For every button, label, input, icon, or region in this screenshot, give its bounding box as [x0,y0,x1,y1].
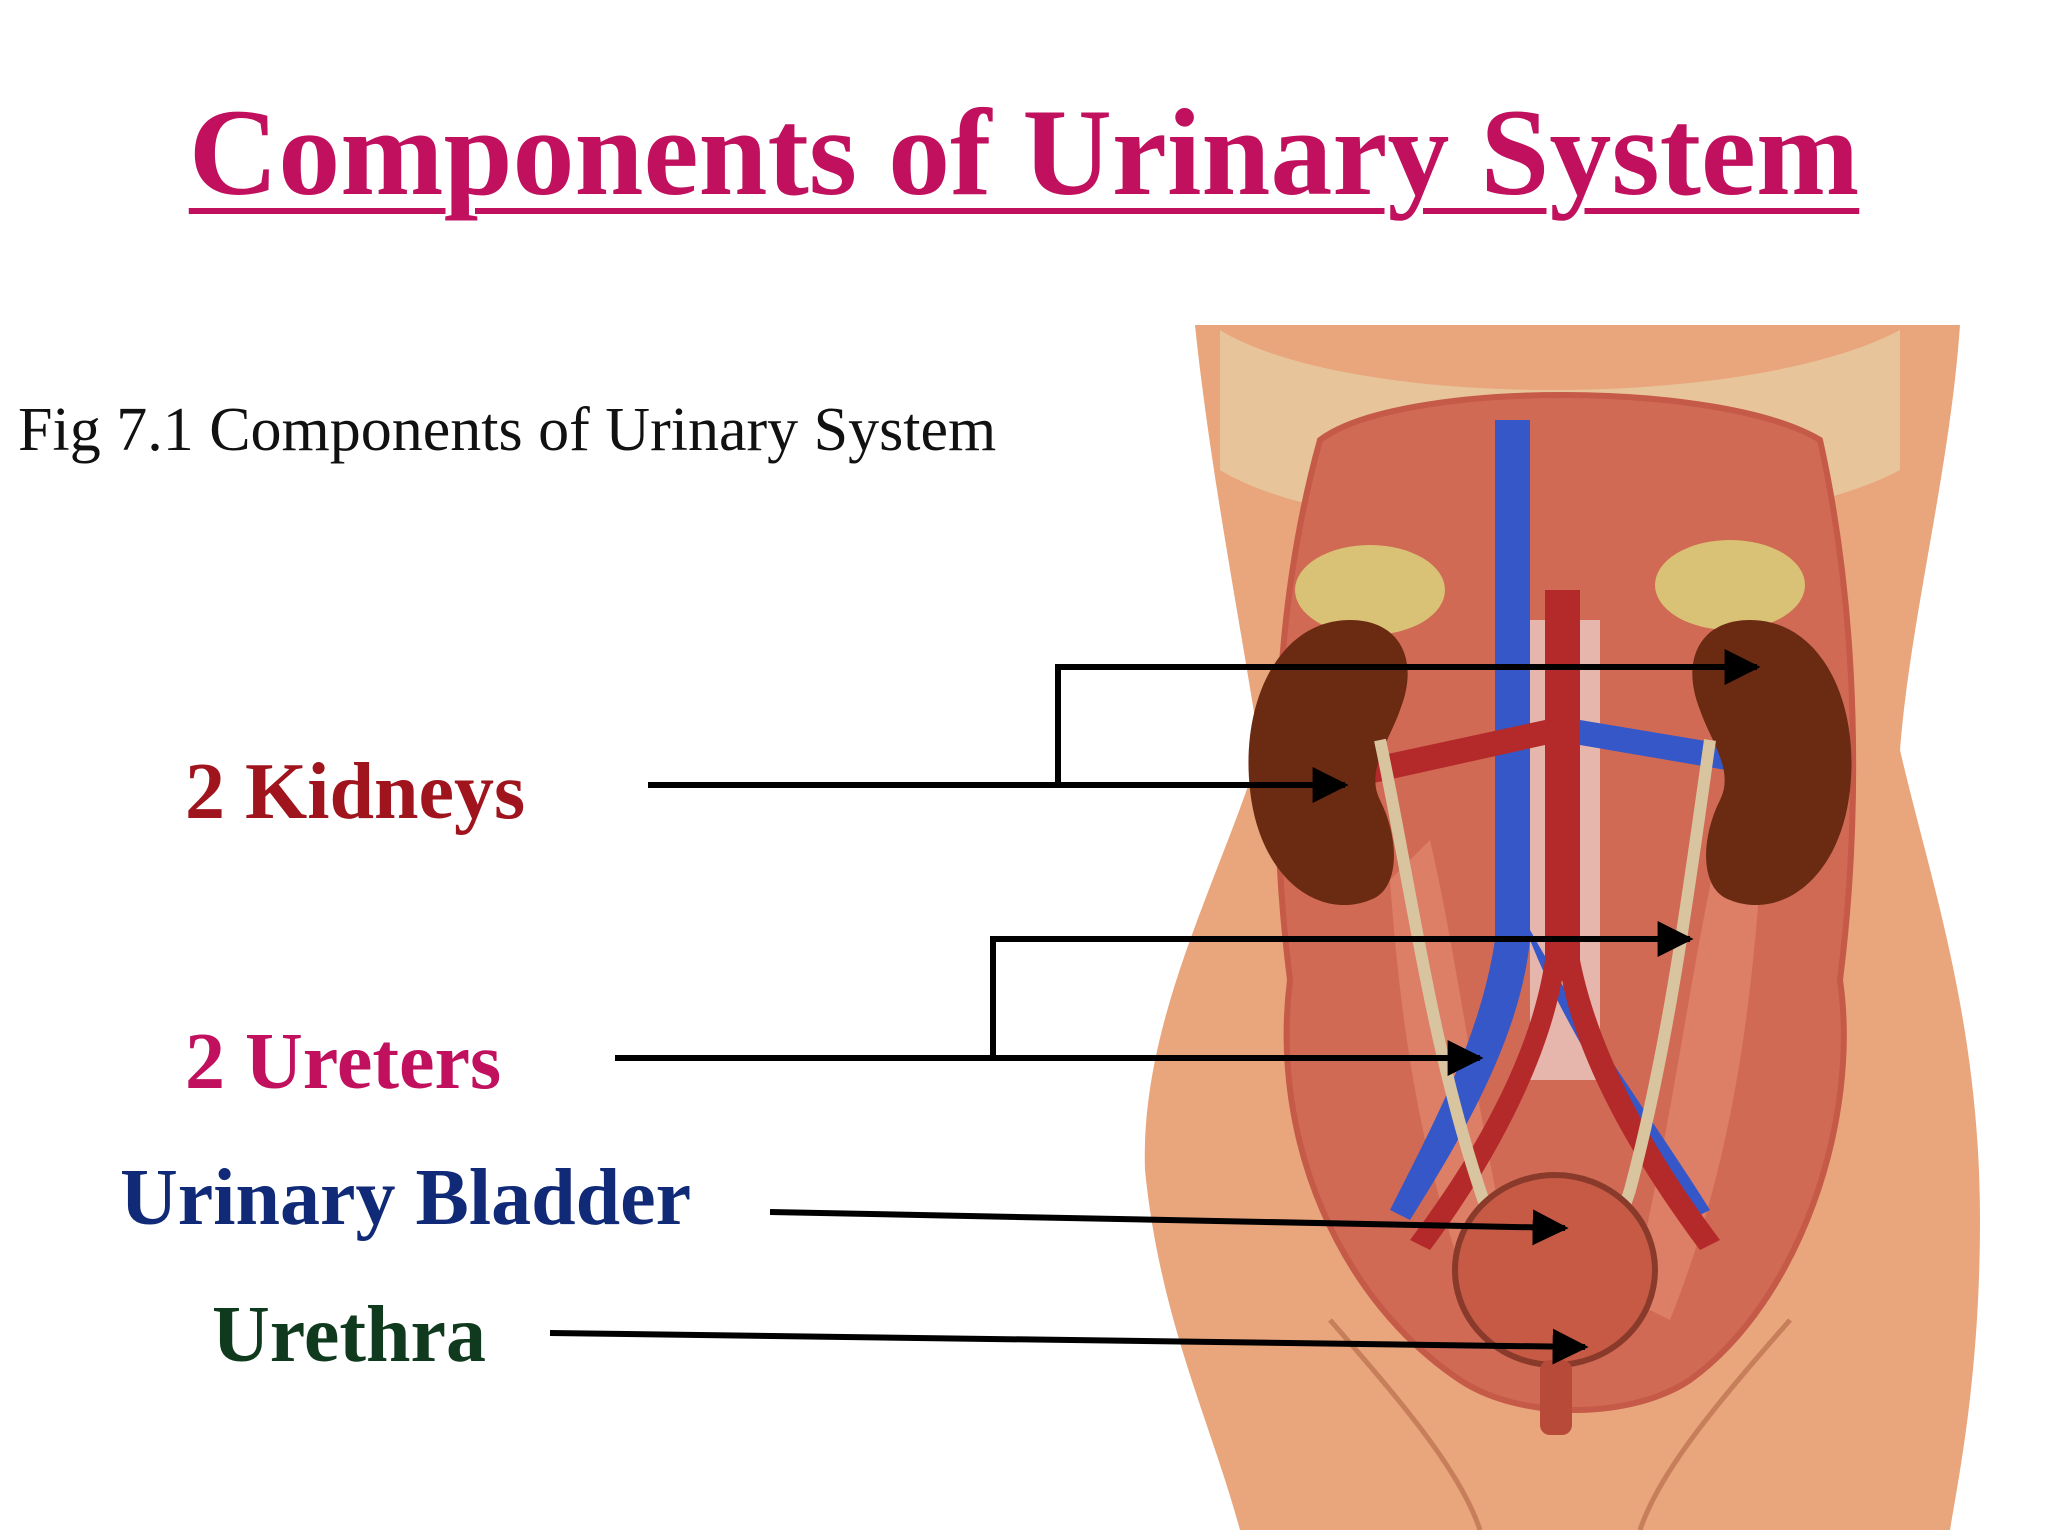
urinary-bladder [1452,1172,1658,1368]
label-ureters: 2 Ureters [185,1018,502,1106]
figure-caption: Fig 7.1 Components of Urinary System [18,396,997,464]
label-kidneys: 2 Kidneys [185,748,526,836]
adrenal-gland-left [1295,545,1445,635]
adrenal-gland-right [1655,540,1805,630]
pelvis-fold-right [1637,1318,1792,1530]
aorta [1410,590,1720,1250]
vena-cava-right-branch [1530,930,1710,1220]
psoas-right [1630,840,1760,1320]
urethra [1540,1360,1572,1435]
pelvis-fold-left [1328,1318,1483,1530]
label-urinary-bladder: Urinary Bladder [120,1154,692,1242]
anatomy-illustration [1144,325,1980,1530]
label-urethra: Urethra [212,1291,486,1379]
page-title: Components of Urinary System [188,84,1860,221]
